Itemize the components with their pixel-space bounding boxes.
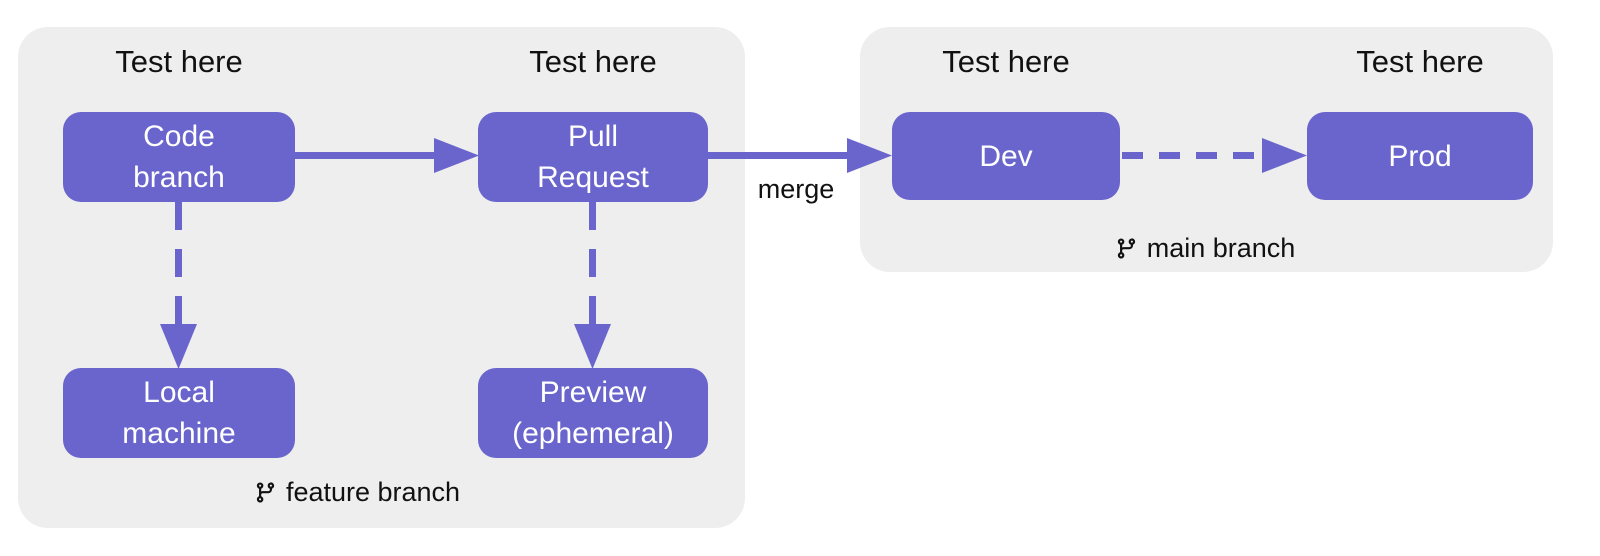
test-here-label-code: Test here	[115, 44, 243, 79]
main-branch-caption: main branch	[1005, 228, 1405, 268]
feature-branch-caption-text: feature branch	[285, 476, 461, 507]
node-dev: Dev	[892, 112, 1120, 200]
feature-branch-caption: feature branch	[157, 472, 557, 512]
test-here-label-prod: Test here	[1356, 44, 1484, 79]
test-here-label-pr: Test here	[529, 44, 657, 79]
node-pull-request: Pull Request	[478, 112, 708, 202]
node-code-branch: Code branch	[63, 112, 295, 202]
git-branch-icon	[254, 481, 277, 504]
node-prod: Prod	[1307, 112, 1533, 200]
test-here-label-dev: Test here	[942, 44, 1070, 79]
merge-edge-label: merge	[757, 174, 835, 204]
git-branch-icon	[1115, 237, 1138, 260]
node-preview-ephemeral: Preview (ephemeral)	[478, 368, 708, 458]
node-local-machine: Local machine	[63, 368, 295, 458]
main-branch-caption-text: main branch	[1146, 232, 1296, 263]
